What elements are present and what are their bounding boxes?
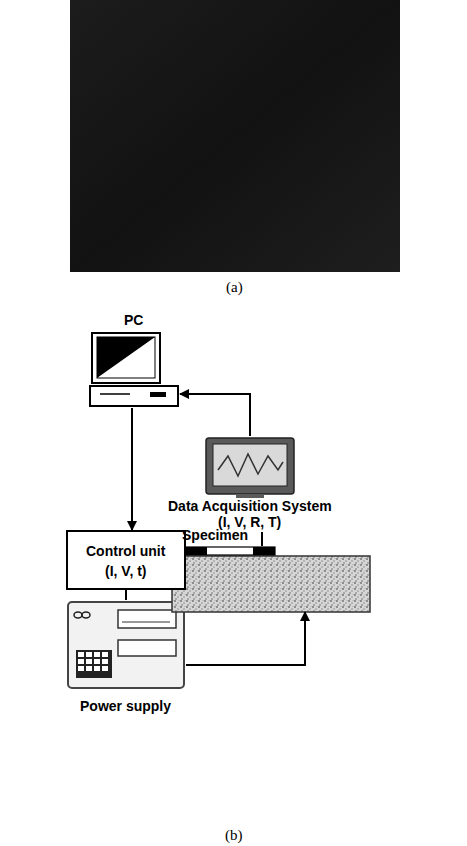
- process-box: Control unit (I, V, t): [66, 530, 186, 590]
- component-label: Data Acquisition System: [168, 498, 332, 514]
- connector-arrow: [180, 394, 250, 436]
- power-supply-device: [68, 602, 184, 688]
- connector-arrow: [186, 612, 305, 665]
- specimen-node: Specimen: [172, 546, 370, 612]
- component-label: Control unit: [86, 543, 165, 559]
- monitor-icon: [206, 438, 294, 498]
- component-label: Specimen: [182, 527, 248, 543]
- connector-line: [125, 590, 127, 600]
- computer-icon: [90, 333, 178, 406]
- panel-label: (a): [226, 279, 243, 296]
- specimen-fixture: [172, 547, 370, 612]
- connector-line: [261, 532, 263, 546]
- data-acquisition-node: Data Acquisition System(I, V, R, T): [162, 436, 338, 532]
- component-label: PC: [124, 312, 143, 328]
- connector-arrow: [131, 408, 133, 530]
- component-label: Power supply: [80, 698, 171, 714]
- computer-node: PC: [88, 312, 180, 408]
- panel-label: (b): [225, 827, 243, 844]
- photo: [70, 0, 400, 272]
- signal-list: (I, V, t): [105, 563, 147, 579]
- power-supply-node: Power supply: [66, 600, 186, 716]
